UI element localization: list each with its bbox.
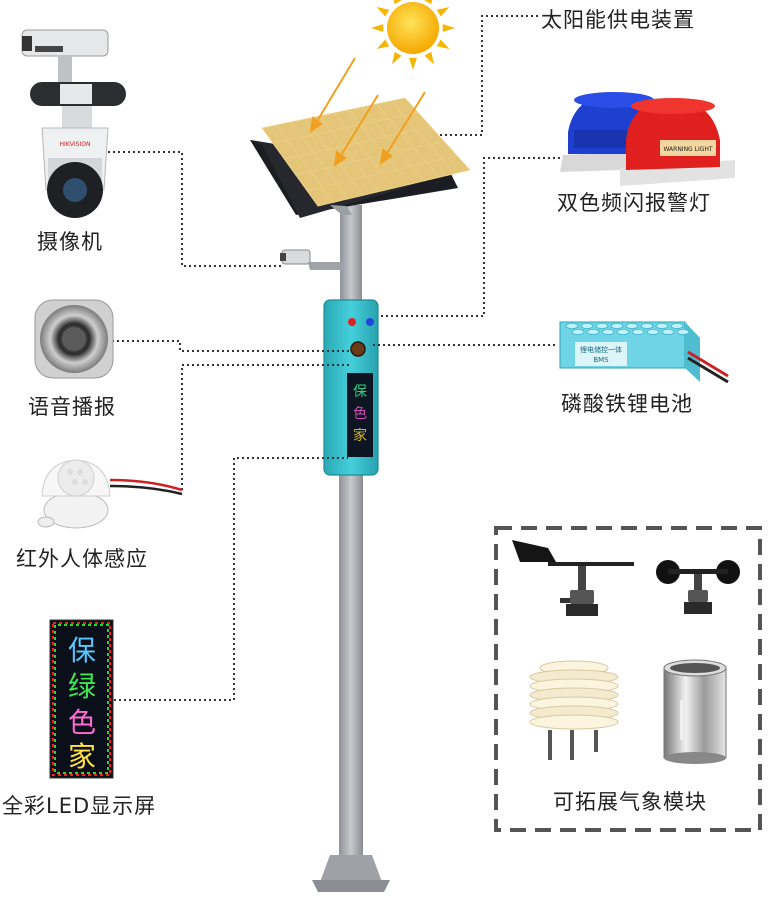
connector-camera xyxy=(108,151,284,267)
control-cabinet: 保 色 家 xyxy=(323,299,379,476)
label-led-display: 全彩LED显示屏 xyxy=(2,794,157,818)
led-char-3: 色 xyxy=(68,706,96,739)
wind-vane-icon xyxy=(512,540,634,616)
camera-brand: HIKVISION xyxy=(60,141,91,148)
pole xyxy=(312,205,390,892)
label-weather: 可拓展气象模块 xyxy=(553,790,707,814)
label-speaker: 语音播报 xyxy=(28,395,116,419)
battery-text-line2: BMS xyxy=(593,356,609,364)
led-char-1: 保 xyxy=(68,634,96,667)
sun-icon xyxy=(371,0,455,70)
speaker-icon xyxy=(34,299,114,379)
led-char-4: 家 xyxy=(68,740,96,773)
battery-icon: 锂电储控一体 BMS xyxy=(559,321,729,384)
connector-solar xyxy=(440,15,538,136)
connector-speaker xyxy=(112,340,352,352)
svg-text:保: 保 xyxy=(353,384,367,400)
solar-panel-icon xyxy=(250,97,471,218)
svg-text:色: 色 xyxy=(353,405,367,422)
warning-light-text: WARNING LIGHT xyxy=(663,146,712,153)
connector-led xyxy=(114,457,348,701)
label-camera: 摄像机 xyxy=(37,230,103,254)
label-alarm-light: 双色频闪报警灯 xyxy=(557,191,711,215)
connector-lines xyxy=(108,15,560,701)
sun-ray-arrows xyxy=(309,57,426,168)
weather-module-box xyxy=(494,526,762,832)
pole-camera-mount xyxy=(280,249,343,270)
anemometer-icon xyxy=(656,560,740,614)
led-display-icon: 保 绿 色 家 xyxy=(49,619,114,779)
label-solar: 太阳能供电装置 xyxy=(541,8,695,32)
battery-text-line1: 锂电储控一体 xyxy=(580,345,622,354)
camera-icon: HIKVISION xyxy=(21,29,126,218)
rain-gauge-icon xyxy=(663,659,727,764)
svg-text:家: 家 xyxy=(353,427,367,444)
battery-cells xyxy=(565,323,690,335)
alarm-light-icon: WARNING LIGHT xyxy=(560,92,735,186)
pir-sensor-icon xyxy=(37,459,183,529)
connector-pir xyxy=(181,364,350,490)
label-battery: 磷酸铁锂电池 xyxy=(561,392,693,416)
connector-alarm xyxy=(380,157,560,317)
radiation-shield-icon xyxy=(529,660,619,760)
led-char-2: 绿 xyxy=(68,670,96,703)
label-pir: 红外人体感应 xyxy=(16,547,148,571)
